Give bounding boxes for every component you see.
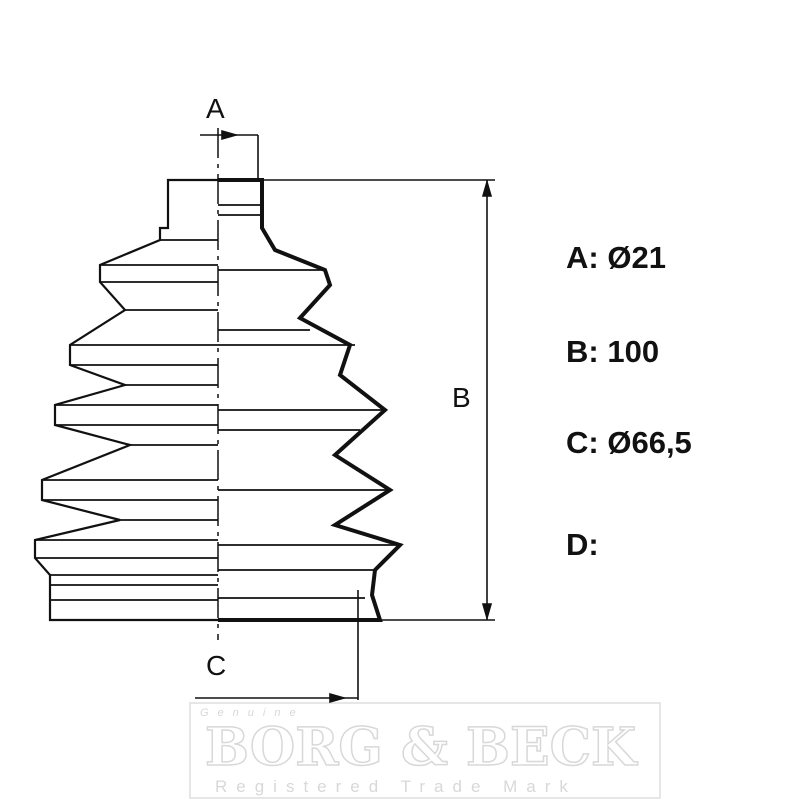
dimension-a	[200, 129, 259, 180]
spec-c: C: Ø66,5	[566, 425, 692, 460]
watermark-prefix: Genuine	[200, 707, 305, 719]
spec-a: A: Ø21	[566, 240, 666, 275]
boot-left-profile	[33, 178, 218, 622]
spec-list: A: Ø21 B: 100 C: Ø66,5 D:	[566, 240, 692, 562]
dimension-label-a: A	[206, 93, 225, 124]
dimension-label-b: B	[452, 382, 471, 413]
rib-lines	[35, 204, 400, 601]
watermark: Genuine BORG & BECK Registered Trade Mar…	[189, 702, 661, 799]
watermark-brand: BORG & BECK	[205, 717, 638, 778]
dimension-label-c: C	[206, 650, 226, 681]
watermark-tagline: Registered Trade Mark	[215, 777, 577, 796]
spec-b: B: 100	[566, 334, 659, 369]
dimension-b	[262, 179, 495, 621]
spec-d: D:	[566, 527, 599, 562]
dimension-c	[195, 590, 359, 704]
boot-right-section	[218, 178, 404, 622]
boot-outline	[33, 128, 495, 704]
